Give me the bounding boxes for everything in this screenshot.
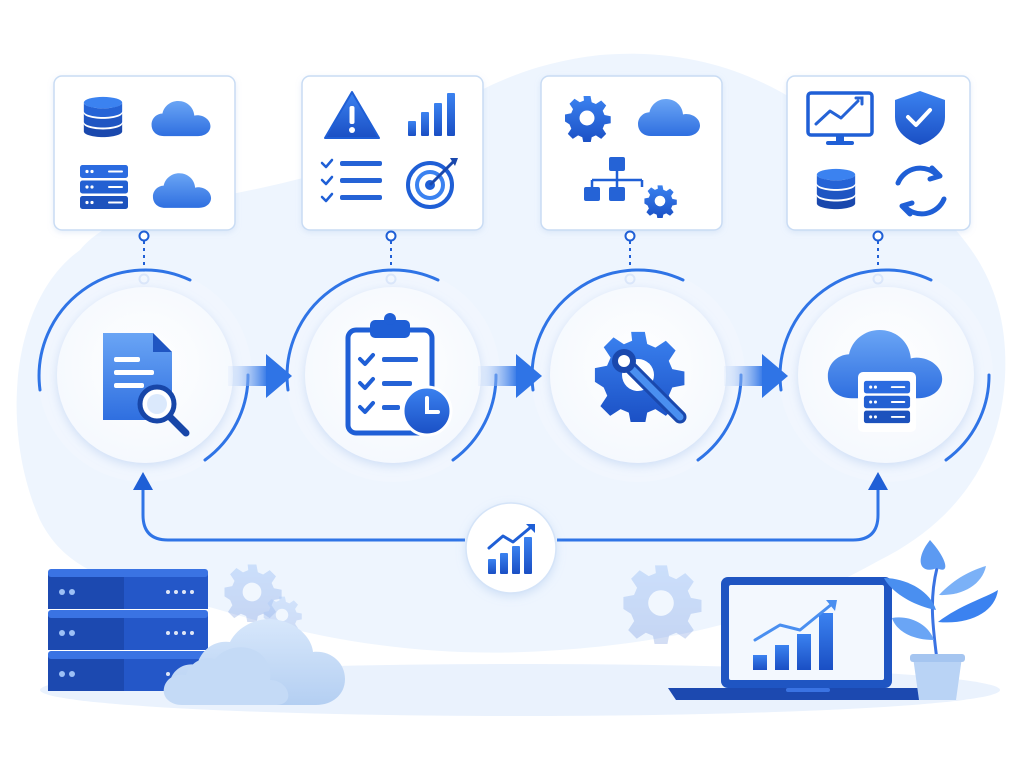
gear-wrench-icon (594, 331, 687, 424)
arrow-execution-to-deployment (724, 354, 788, 398)
shield-check-icon (895, 91, 945, 145)
org-chart-gear-icon (584, 157, 677, 218)
panel-assessment (53, 75, 236, 231)
cloud-server-icon (827, 329, 943, 432)
panel-execution (540, 75, 723, 231)
server-stack-icon (48, 569, 208, 691)
arrow-planning-to-execution (478, 354, 542, 398)
potted-plant-icon (884, 540, 998, 700)
stage-planning (285, 268, 500, 482)
bar-chart-icon (408, 93, 455, 136)
feedback-loop (133, 472, 888, 594)
server-rack-icon (80, 165, 128, 209)
document-search-icon (103, 333, 190, 437)
checklist-icon (320, 158, 382, 203)
flow-arrows (228, 354, 788, 398)
cloud-icon (163, 619, 345, 705)
arrow-assessment-to-planning (228, 354, 292, 398)
stage-deployment (778, 268, 993, 482)
laptop-chart-icon (668, 577, 936, 700)
panel-planning (301, 75, 484, 231)
stage-assessment (37, 268, 252, 482)
clipboard-checklist-clock-icon (345, 313, 453, 437)
monitor-chart-icon (806, 91, 874, 145)
stage-execution (530, 268, 745, 482)
panel-deployment (786, 75, 971, 231)
growth-chart-icon (487, 524, 535, 574)
target-icon (406, 158, 458, 209)
refresh-icon (895, 165, 947, 217)
warning-icon (324, 91, 380, 139)
